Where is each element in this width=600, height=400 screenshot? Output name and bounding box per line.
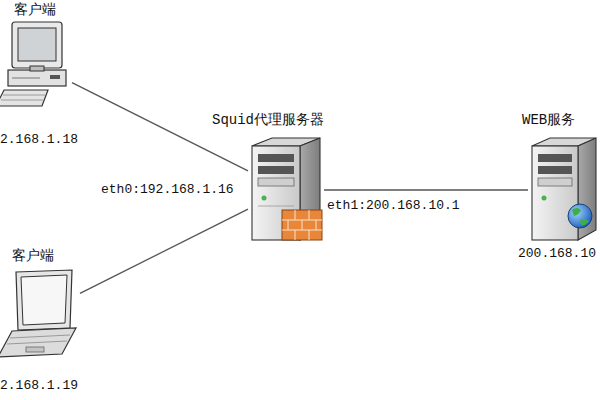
- firewall-icon: [282, 210, 322, 240]
- proxy-server: Squid代理服务器: [248, 140, 324, 240]
- network-link: [324, 189, 528, 190]
- ip-address: 2.168.1.19: [0, 378, 78, 394]
- node-title: 客户端: [12, 248, 54, 265]
- node-title: 客户端: [14, 2, 56, 19]
- network-link: [80, 209, 248, 293]
- web-server-icon: [532, 138, 596, 240]
- interface-label: eth0:192.168.1.16: [100, 182, 235, 198]
- ip-address: 2.168.1.18: [0, 132, 78, 148]
- laptop-computer-icon: [0, 270, 76, 357]
- client-laptop: 客户端2.168.1.19: [2, 268, 80, 358]
- ip-address: 200.168.10: [518, 246, 596, 262]
- web-server: WEB服务200.168.10: [528, 140, 598, 240]
- node-title: Squid代理服务器: [212, 112, 324, 129]
- desktop-computer-icon: [0, 22, 66, 106]
- interface-label: eth1:200.168.10.1: [326, 198, 461, 214]
- node-title: WEB服务: [522, 112, 575, 129]
- client-computer: 客户端2.168.1.18: [2, 22, 72, 108]
